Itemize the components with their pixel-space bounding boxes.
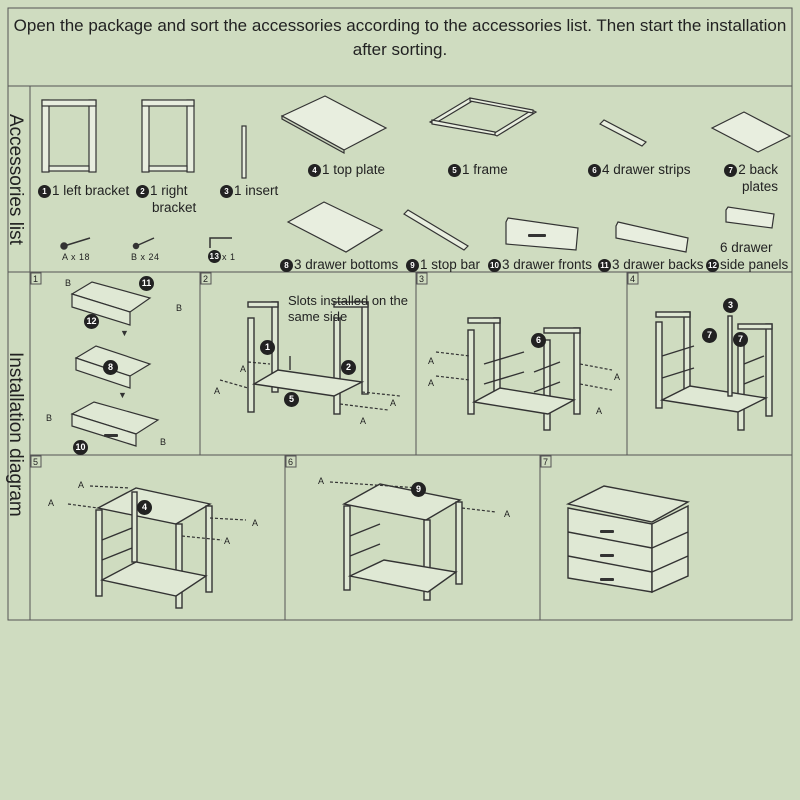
part-number-badge: 12	[706, 259, 719, 272]
step4-tag-back-plate-right: 7	[733, 332, 748, 347]
slots-callout-note: Slots installed on the same side	[288, 293, 408, 324]
screw-marker-a: A	[224, 536, 231, 546]
screw-marker-a: A	[614, 372, 621, 382]
step2-tag-right-bracket: 2	[341, 360, 356, 375]
step1-tag-drawer-front: 10	[73, 440, 88, 455]
top-plate-drawing	[280, 95, 388, 151]
part-number-badge: 1	[38, 185, 51, 198]
screw-marker-a: A	[214, 386, 221, 396]
step1-tag-drawer-bottom: 8	[103, 360, 118, 375]
step2-tag-left-bracket: 1	[260, 340, 275, 355]
screw-marker-b: B	[65, 278, 72, 288]
part-number-badge: 8	[280, 259, 293, 272]
screw-marker-a: A	[78, 480, 85, 490]
step-number-1: 1	[33, 274, 39, 284]
step5-tag-top-plate: 4	[137, 500, 152, 515]
step3-tag-drawer-strips: 6	[531, 333, 546, 348]
step-number-5: 5	[33, 457, 39, 467]
screw-marker-a: A	[240, 364, 247, 374]
step1-tag-side-panel: 12	[84, 314, 99, 329]
drawer-bottom-drawing	[286, 201, 384, 253]
step-number-3: 3	[419, 274, 425, 284]
hardware-label-screw-b: B x 24	[131, 252, 160, 262]
screw-marker-a: A	[318, 476, 325, 486]
frame-drawing	[428, 97, 538, 137]
drawer-side-panel-drawing	[725, 206, 775, 229]
part-number-badge: 7	[724, 164, 738, 177]
step4-tag-insert: 3	[723, 298, 738, 313]
screw-marker-a: A	[428, 378, 435, 388]
part-number-badge: 6	[588, 164, 601, 177]
step-number-7: 7	[543, 457, 549, 467]
left-bracket-drawing	[41, 99, 97, 173]
part-number-badge: 2	[136, 185, 149, 198]
screw-marker-b: B	[176, 303, 183, 313]
instruction-heading: Open the package and sort the accessorie…	[13, 16, 787, 59]
screw-marker-b: B	[46, 413, 53, 423]
drawer-strip-drawing	[598, 119, 648, 147]
svg-text:▼: ▼	[120, 328, 129, 338]
step-number-4: 4	[630, 274, 636, 284]
part-number-badge: 13	[208, 250, 221, 263]
part-number-badge: 9	[406, 259, 419, 272]
screw-marker-a: A	[360, 416, 367, 426]
installation-section-title: Installation diagram	[5, 352, 26, 517]
part-number-badge: 10	[488, 259, 501, 272]
part-number-badge: 11	[598, 259, 611, 272]
step-number-6: 6	[288, 457, 294, 467]
step-number-2: 2	[203, 274, 209, 284]
screw-marker-a: A	[252, 518, 259, 528]
right-bracket-drawing	[141, 99, 195, 173]
drawer-back-drawing	[615, 221, 689, 253]
insert-drawing	[241, 125, 247, 179]
back-plate-drawing	[710, 111, 792, 153]
part-number-badge: 5	[448, 164, 461, 177]
svg-text:▼: ▼	[118, 390, 127, 400]
hardware-label-screw-a: A x 18	[62, 252, 91, 262]
screw-marker-a: A	[504, 509, 511, 519]
screw-marker-a: A	[428, 356, 435, 366]
step4-tag-back-plate-left: 7	[702, 328, 717, 343]
screw-marker-b: B	[160, 437, 167, 447]
accessories-section-title: Accessories list	[5, 114, 26, 245]
step2-tag-frame: 5	[284, 392, 299, 407]
step6-tag-stop-bar: 9	[411, 482, 426, 497]
screw-marker-a: A	[48, 498, 55, 508]
stop-bar-drawing	[403, 209, 469, 251]
part-number-badge: 3	[220, 185, 233, 198]
step1-tag-drawer-back: 11	[139, 276, 154, 291]
part-number-badge: 4	[308, 164, 321, 177]
screw-marker-a: A	[596, 406, 603, 416]
screw-marker-a: A	[390, 398, 397, 408]
